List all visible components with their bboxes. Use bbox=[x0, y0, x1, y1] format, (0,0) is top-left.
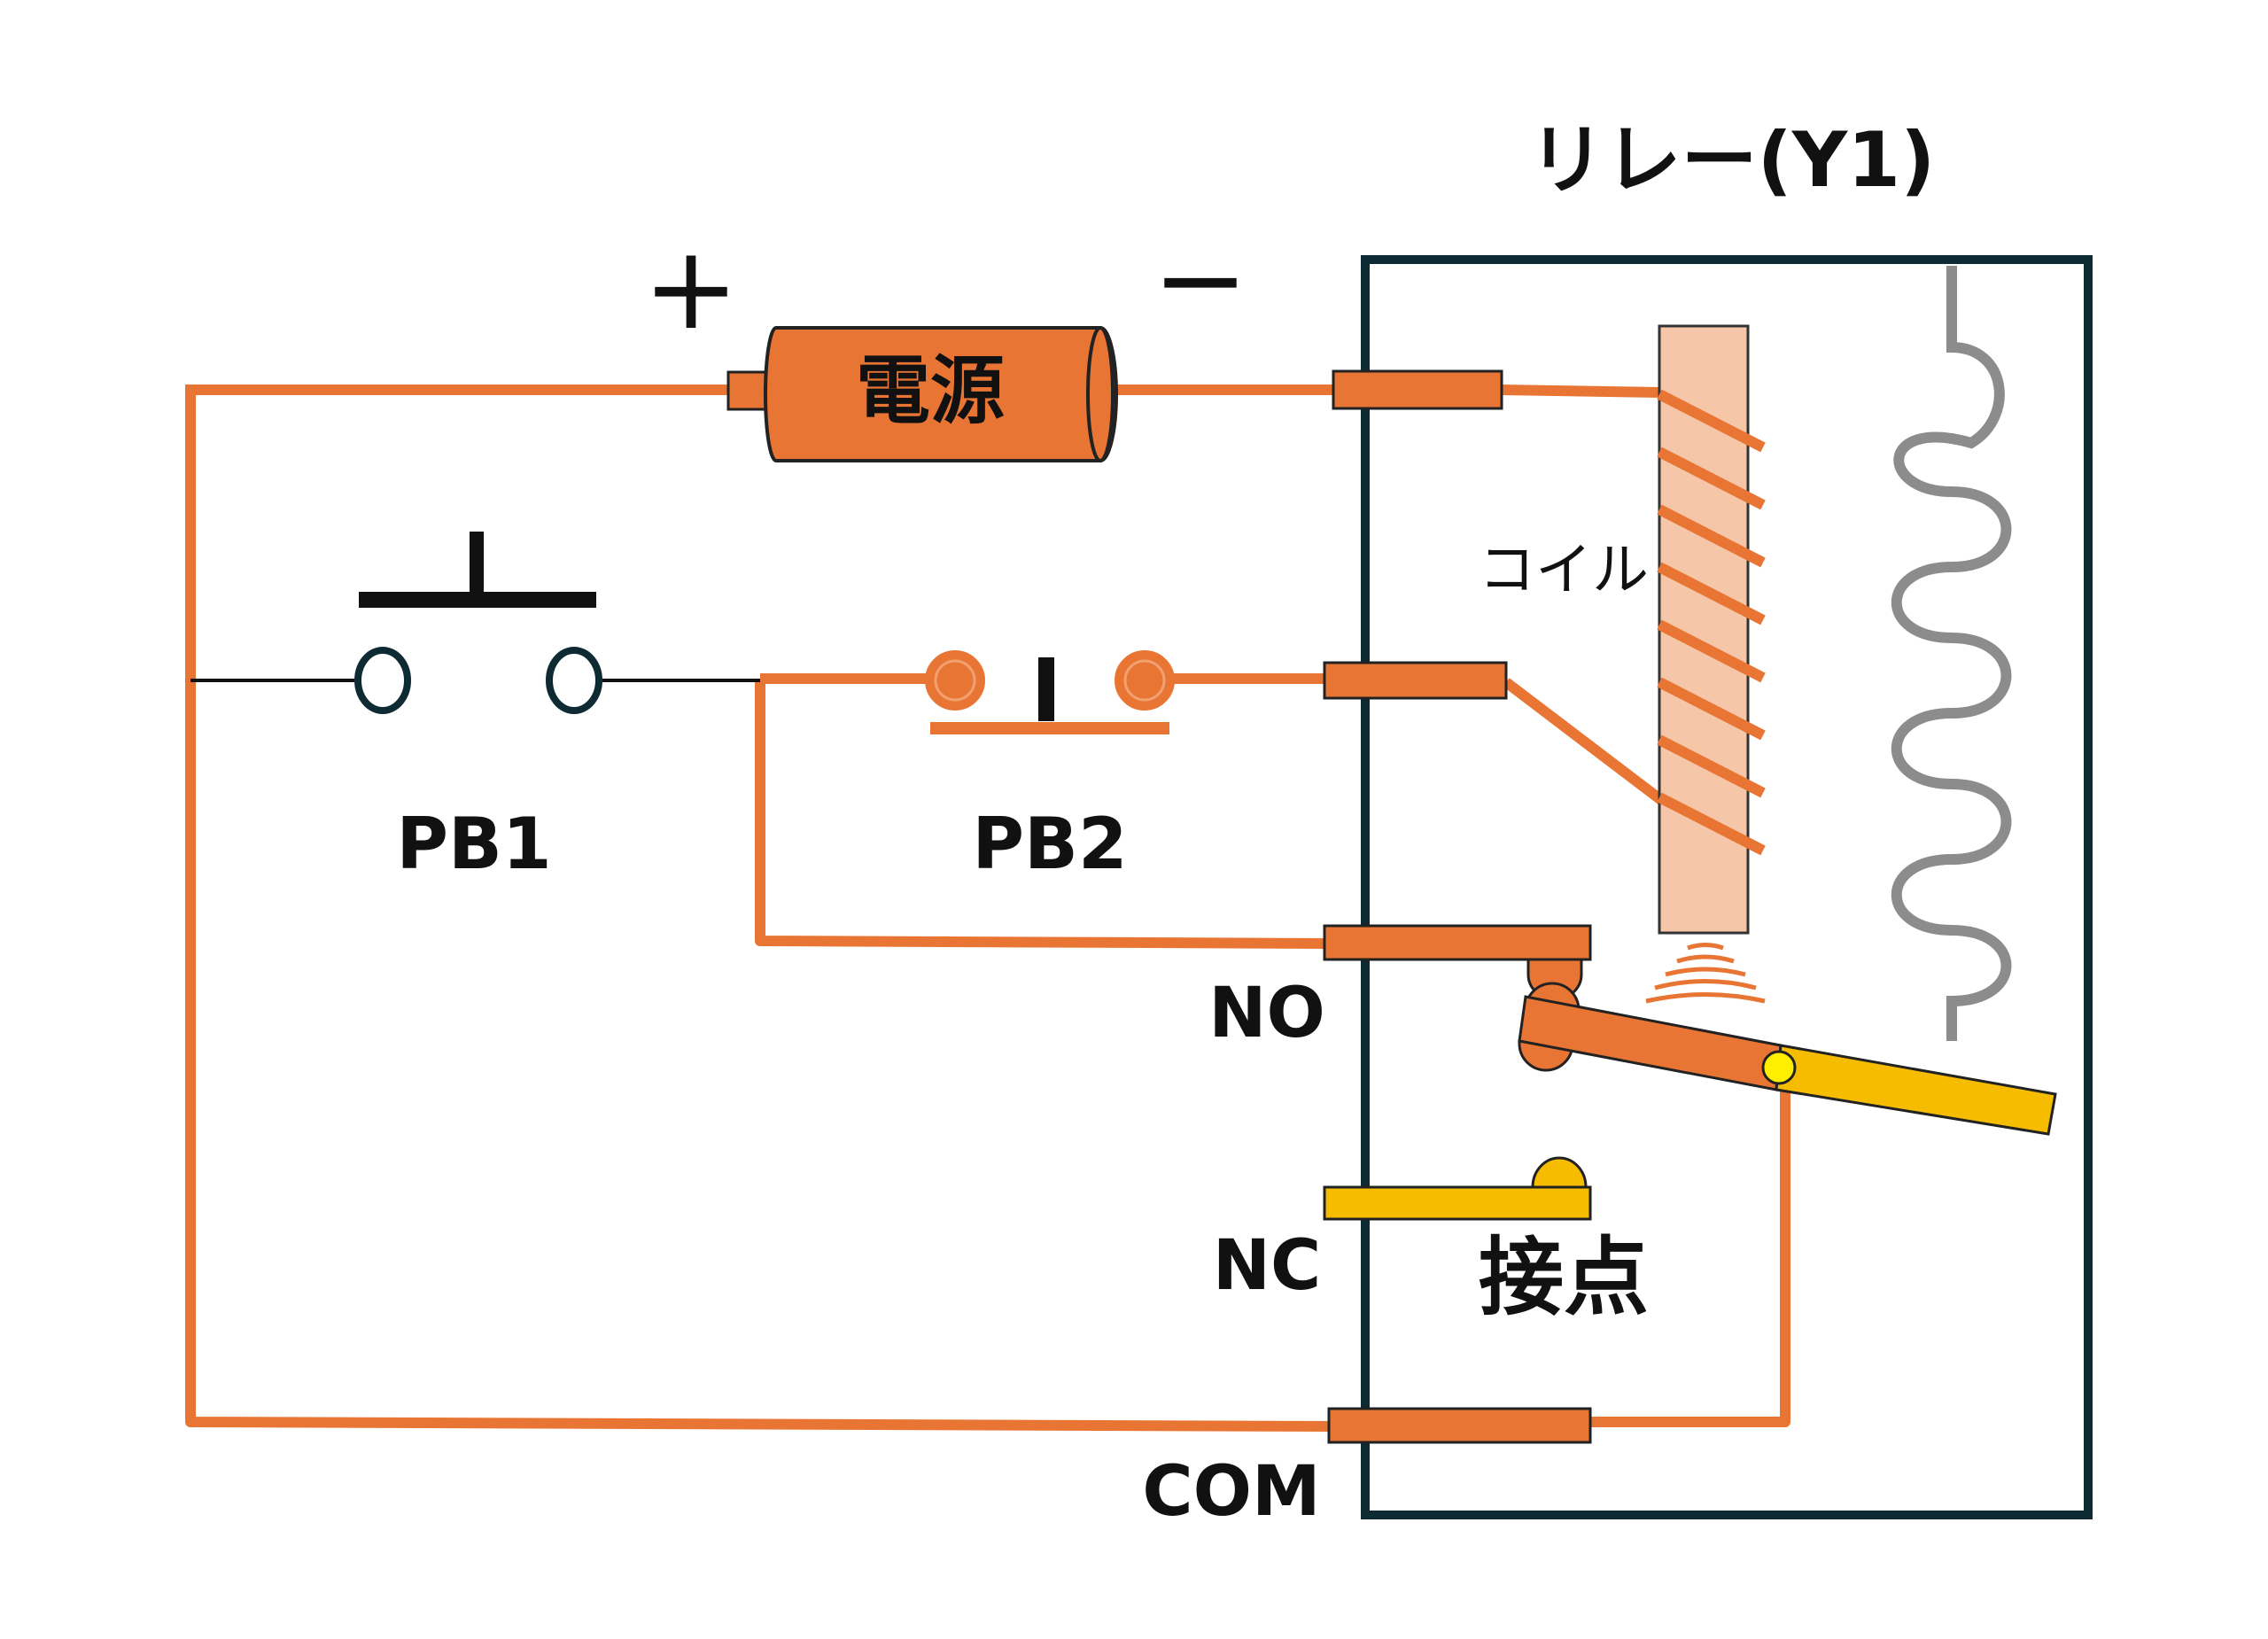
wires bbox=[185, 385, 1790, 1432]
terminal-nc-label: NC bbox=[1213, 1226, 1322, 1306]
plus-sign: + bbox=[643, 221, 740, 355]
terminal-coil-bottom bbox=[1323, 661, 1508, 700]
relay-title: リレー(Y1) bbox=[1529, 116, 1936, 205]
nc-contact-bump bbox=[1531, 1156, 1588, 1189]
relay-terminals bbox=[1323, 369, 1592, 1444]
battery-cap bbox=[1086, 326, 1115, 462]
pb1-bar bbox=[359, 592, 596, 608]
terminal-no bbox=[1323, 924, 1592, 961]
pb1-label: PB1 bbox=[396, 803, 551, 885]
battery-nub bbox=[726, 370, 767, 411]
power-source: 電源 bbox=[726, 326, 1118, 462]
armature-pivot bbox=[1761, 1050, 1797, 1085]
armature bbox=[1518, 982, 2057, 1136]
wire-no-branch bbox=[755, 679, 1330, 949]
pb1-terminal-left bbox=[354, 647, 411, 714]
magnetic-waves-icon bbox=[1645, 943, 1766, 1004]
pb2-plunger bbox=[1038, 657, 1054, 721]
relay-housing bbox=[1361, 255, 2093, 1519]
pb1-switch bbox=[354, 532, 602, 714]
wire-com-to-armature bbox=[1590, 1072, 1790, 1427]
wire-coil-bottom bbox=[1503, 678, 1665, 804]
wire-coil-top bbox=[1501, 385, 1662, 398]
wire-left-loop bbox=[185, 390, 1334, 1432]
coil-label: コイル bbox=[1479, 538, 1649, 603]
armature-lever-yellow bbox=[1775, 1044, 2057, 1136]
contact-label: 接点 bbox=[1479, 1228, 1649, 1327]
pb1-plunger bbox=[470, 532, 484, 602]
pb1-terminal-right bbox=[546, 647, 602, 714]
coil-windings bbox=[1657, 389, 1766, 856]
spring-icon bbox=[1891, 266, 2012, 1041]
minus-sign: − bbox=[1153, 212, 1249, 346]
pb2-switch bbox=[925, 650, 1175, 734]
power-label: 電源 bbox=[856, 347, 1005, 434]
pb2-bar bbox=[930, 722, 1169, 734]
armature-lever-orange bbox=[1518, 995, 1783, 1091]
terminal-com bbox=[1327, 1407, 1592, 1444]
terminal-nc bbox=[1323, 1185, 1592, 1221]
pb2-label: PB2 bbox=[972, 803, 1127, 885]
terminal-com-label: COM bbox=[1142, 1452, 1320, 1532]
terminal-top bbox=[1332, 369, 1503, 410]
terminal-no-label: NO bbox=[1208, 974, 1325, 1053]
